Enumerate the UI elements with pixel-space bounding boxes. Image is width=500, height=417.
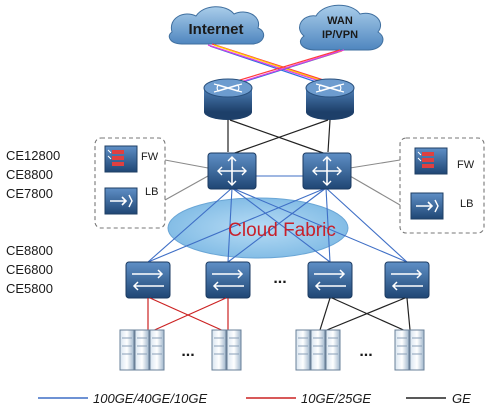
load-balancer-left-label: LB [145,186,158,198]
legend-label-100ge: 100GE/40GE/10GE [93,391,208,406]
load-balancer-left-icon [104,187,138,215]
legend-label-ge: GE [452,391,471,406]
core-switch-right [302,152,352,190]
access-switch-3 [307,261,353,299]
legend: 100GE/40GE/10GE 10GE/25GE GE [38,391,471,406]
server-ellipsis-left: ... [181,343,194,360]
server-rack-4 [394,329,425,371]
access-model-1: CE8800 [6,243,53,258]
core-switch-left [207,152,257,190]
core-model-2: CE8800 [6,167,53,182]
service-box-right: FW LB [399,137,485,234]
core-model-3: CE7800 [6,186,53,201]
firewall-left-icon [104,145,138,173]
firewall-right-label: FW [457,159,475,171]
server-links-red [147,297,229,333]
service-box-left: FW LB [94,137,166,229]
internet-label: Internet [188,21,243,38]
internet-cloud: Internet [168,6,265,45]
cloud-fabric-ellipse [167,197,349,259]
server-ellipsis-right: ... [359,343,372,360]
load-balancer-right-icon [410,192,444,220]
server-rack-2 [211,329,242,371]
access-switch-2 [205,261,251,299]
wan-ipvpn-label: IP/VPN [322,29,358,41]
router-core-links [227,119,331,155]
access-model-3: CE5800 [6,281,53,296]
router-left [203,78,253,120]
firewall-right-icon [414,147,448,175]
router-right [305,78,355,120]
access-switch-models: CE8800 CE6800 CE5800 [6,243,53,296]
firewall-left-label: FW [141,151,159,163]
cloud-fabric-label: Cloud Fabric [228,220,336,241]
access-model-2: CE6800 [6,262,53,277]
rainbow-links [207,43,345,91]
core-model-1: CE12800 [6,148,60,163]
wan-cloud: WAN IP/VPN [299,4,384,51]
legend-label-10ge: 10GE/25GE [301,391,371,406]
service-links [164,159,401,206]
core-switch-models: CE12800 CE8800 CE7800 [6,148,60,201]
server-rack-3 [295,329,341,371]
server-rack-1 [119,329,165,371]
access-switch-4 [384,261,430,299]
fabric-mesh-links [147,175,408,263]
load-balancer-right-label: LB [460,198,473,210]
wan-label: WAN [327,15,353,27]
access-switch-ellipsis: ... [273,270,286,287]
server-links-black [319,297,411,333]
access-switch-1 [125,261,171,299]
